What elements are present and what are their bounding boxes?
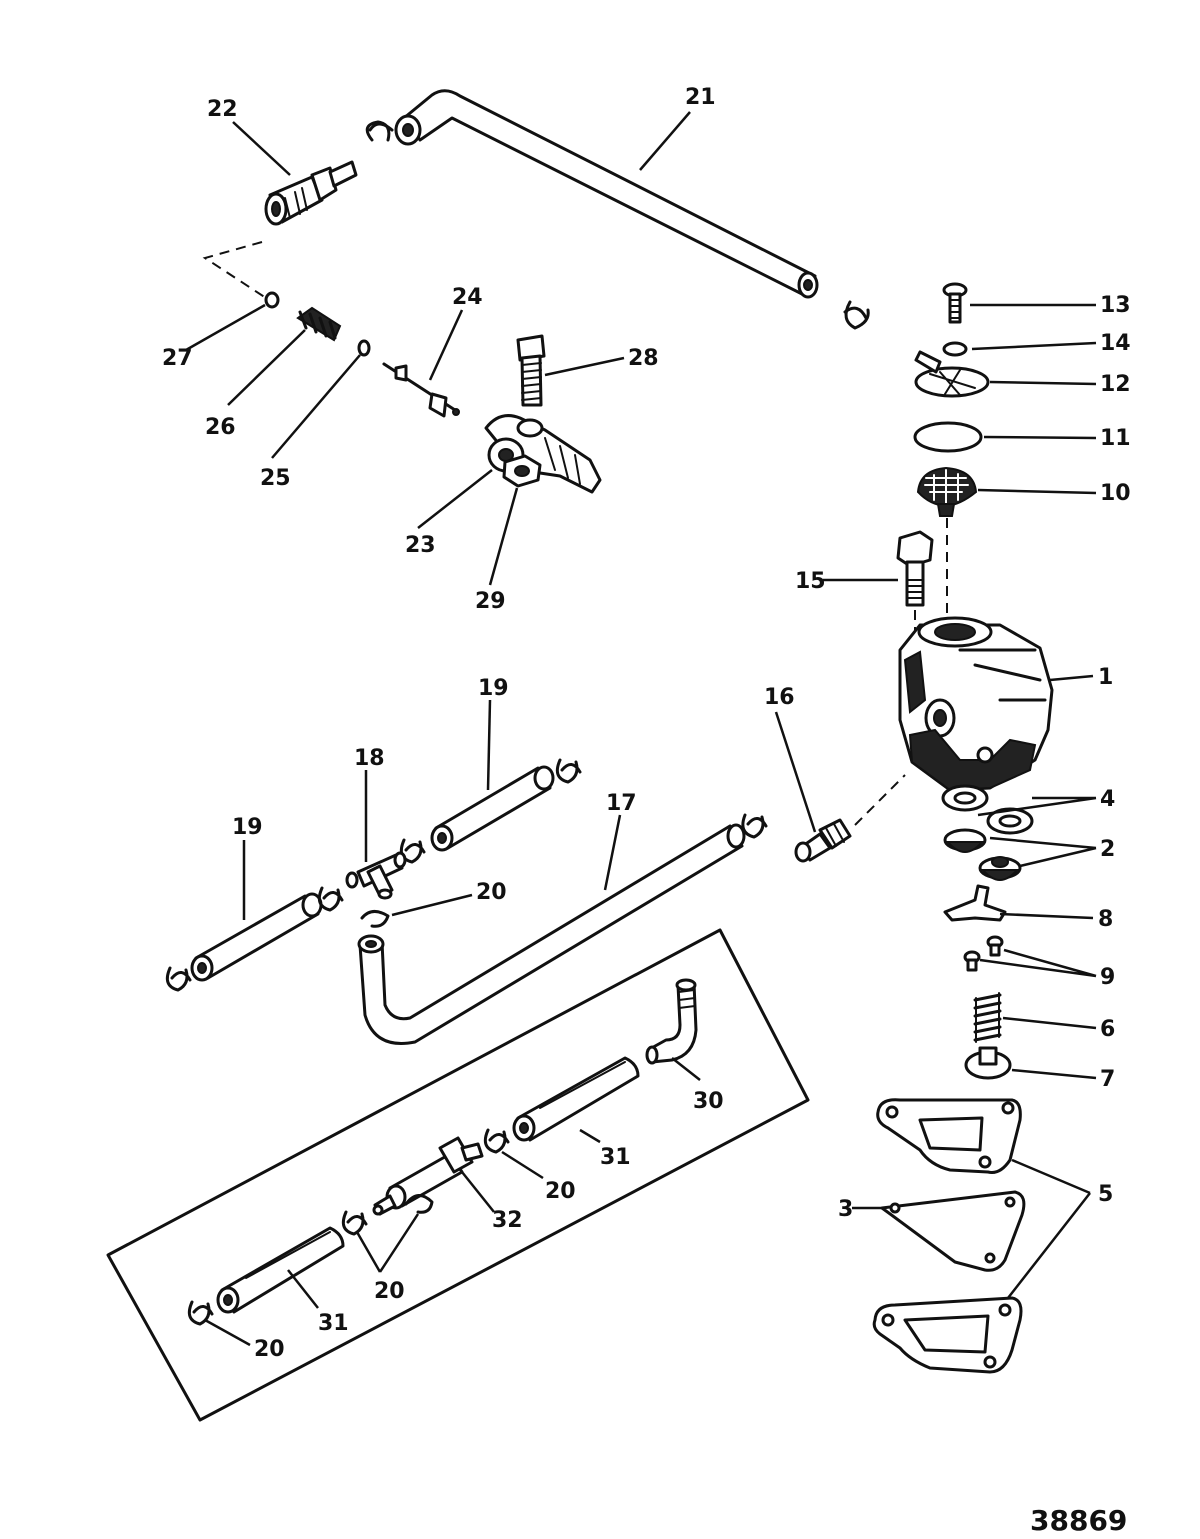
hose-clamp-19-lower-right bbox=[317, 886, 344, 912]
label-19-upper: 19 bbox=[478, 676, 509, 701]
part-3-diaphragm-plate bbox=[880, 1190, 1026, 1272]
part-20-clamp-31-lower-right bbox=[341, 1210, 368, 1236]
part-27-ring bbox=[264, 291, 280, 309]
part-1-pump-body bbox=[898, 616, 1054, 792]
part-31-hose-upper bbox=[512, 1056, 640, 1142]
part-20-clamp-31-upper bbox=[483, 1128, 510, 1154]
part-24-needle bbox=[382, 362, 460, 418]
drawing-number: 38869 bbox=[1030, 1504, 1127, 1537]
label-25: 25 bbox=[260, 466, 291, 491]
hose-clamp-19-upper-right bbox=[555, 758, 582, 784]
part-16-fitting bbox=[794, 818, 852, 863]
label-13: 13 bbox=[1100, 293, 1131, 318]
part-20-clip-upper bbox=[360, 910, 390, 928]
label-23: 23 bbox=[405, 533, 436, 558]
part-5-gasket-bottom bbox=[872, 1296, 1023, 1374]
label-11: 11 bbox=[1100, 426, 1131, 451]
part-13-screw bbox=[942, 282, 968, 324]
part-14-washer bbox=[942, 341, 968, 357]
label-27: 27 bbox=[162, 346, 193, 371]
label-2: 2 bbox=[1100, 837, 1115, 862]
part-32-inline-filter bbox=[372, 1136, 484, 1216]
part-2-check-valves bbox=[943, 828, 1022, 881]
label-17: 17 bbox=[606, 791, 637, 816]
part-22-fitting bbox=[264, 160, 358, 226]
hose-clamp-19-lower-left bbox=[165, 966, 192, 992]
part-18-tee bbox=[345, 851, 407, 900]
label-14: 14 bbox=[1100, 331, 1131, 356]
label-20-upper: 20 bbox=[476, 880, 507, 905]
label-10: 10 bbox=[1100, 481, 1131, 506]
label-8: 8 bbox=[1098, 907, 1113, 932]
part-19-hose-lower bbox=[190, 892, 323, 982]
label-20-lower: 20 bbox=[374, 1279, 405, 1304]
label-3: 3 bbox=[838, 1197, 853, 1222]
label-31-lower: 31 bbox=[318, 1311, 349, 1336]
part-10-filter bbox=[916, 466, 978, 517]
label-30: 30 bbox=[693, 1089, 724, 1114]
part-19-hose-upper bbox=[430, 765, 555, 852]
label-31-upper: 31 bbox=[600, 1145, 631, 1170]
label-5: 5 bbox=[1098, 1182, 1113, 1207]
label-9: 9 bbox=[1100, 965, 1115, 990]
part-20-clip-lower-open bbox=[404, 1194, 434, 1214]
label-20-middle: 20 bbox=[545, 1179, 576, 1204]
label-32: 32 bbox=[492, 1208, 523, 1233]
part-17-hose bbox=[357, 823, 746, 1045]
part-31-hose-lower bbox=[216, 1226, 345, 1314]
part-12-cover bbox=[914, 350, 990, 398]
label-24: 24 bbox=[452, 285, 483, 310]
part-6-spring bbox=[973, 992, 1002, 1043]
label-21: 21 bbox=[685, 85, 716, 110]
part-labels: 22 21 13 14 12 11 10 27 26 25 24 28 23 2… bbox=[162, 85, 1131, 1362]
part-8-retainer bbox=[943, 884, 1007, 922]
part-26-spring bbox=[296, 306, 342, 342]
hose-clamp-21b bbox=[843, 300, 870, 330]
label-28: 28 bbox=[628, 346, 659, 371]
part-21-hose bbox=[394, 89, 819, 299]
part-9-screws bbox=[963, 935, 1004, 972]
label-20-bottom: 20 bbox=[254, 1337, 285, 1362]
label-29: 29 bbox=[475, 589, 506, 614]
label-12: 12 bbox=[1100, 372, 1131, 397]
leader-lines bbox=[185, 111, 1097, 1347]
label-16: 16 bbox=[764, 685, 795, 710]
alignment-line-16-1 bbox=[854, 774, 906, 826]
part-25-oring bbox=[357, 339, 371, 357]
part-5-gasket-top bbox=[876, 1098, 1022, 1174]
part-23-body bbox=[484, 414, 602, 494]
part-28-bolt bbox=[516, 334, 546, 407]
part-4-gaskets bbox=[941, 784, 1034, 835]
part-15-bolt bbox=[896, 530, 934, 607]
kit-box-frame bbox=[106, 928, 810, 1422]
hose-clamp-17 bbox=[741, 813, 768, 839]
part-20-clamp-31-lower-left bbox=[187, 1300, 214, 1326]
label-22: 22 bbox=[207, 97, 238, 122]
label-19-lower: 19 bbox=[232, 815, 263, 840]
alignment-line-22-27 bbox=[202, 241, 267, 299]
label-26: 26 bbox=[205, 415, 236, 440]
label-15: 15 bbox=[795, 569, 826, 594]
hose-clamp-21a bbox=[365, 120, 394, 142]
part-30-elbow bbox=[645, 978, 698, 1065]
label-4: 4 bbox=[1100, 787, 1115, 812]
part-7-diaphragm bbox=[964, 1046, 1012, 1080]
label-6: 6 bbox=[1100, 1017, 1115, 1042]
label-18: 18 bbox=[354, 746, 385, 771]
hose-clamp-19-upper-left bbox=[399, 838, 426, 864]
label-1: 1 bbox=[1098, 665, 1113, 690]
label-7: 7 bbox=[1100, 1067, 1115, 1092]
part-11-oring bbox=[913, 421, 983, 453]
part-29-nut bbox=[502, 454, 542, 488]
